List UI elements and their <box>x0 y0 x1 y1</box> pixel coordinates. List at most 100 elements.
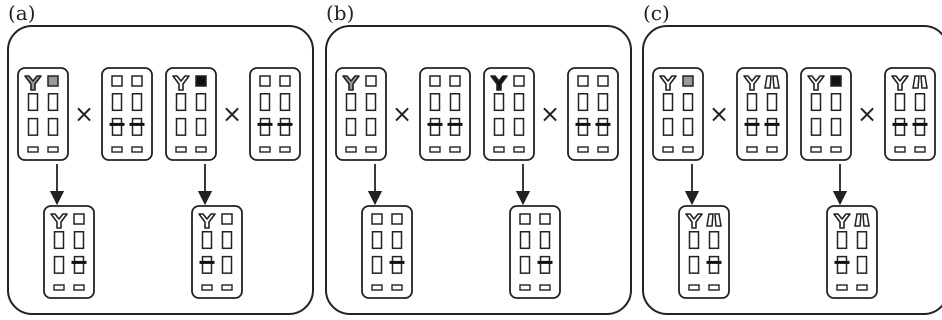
x-chromosome-icon <box>830 75 842 87</box>
dot-chromosome-icon <box>766 146 778 153</box>
y-chromosome-icon <box>198 213 216 229</box>
dot-chromosome-icon <box>47 146 59 153</box>
x-chromosome-icon <box>682 75 694 87</box>
panel-label: (b) <box>326 1 354 25</box>
autosome-icon <box>688 255 700 274</box>
cell-outline <box>678 205 730 299</box>
cell-outline <box>191 205 243 299</box>
cell-outline <box>165 67 217 161</box>
x-chromosome-icon <box>519 213 531 225</box>
dot-chromosome-icon <box>682 146 694 153</box>
karyotype-cell <box>43 205 95 299</box>
autosome-icon <box>688 231 700 250</box>
autosome-icon <box>391 255 403 274</box>
dot-chromosome-icon <box>662 146 674 153</box>
autosome-icon <box>597 117 609 136</box>
autosome-icon <box>682 93 694 112</box>
x-chromosome-icon <box>221 213 233 225</box>
split-chromosome-icon <box>706 213 714 227</box>
y-chromosome-icon <box>24 75 42 91</box>
dot-chromosome-icon <box>345 146 357 153</box>
karyotype-cell <box>736 67 788 161</box>
autosome-icon <box>47 117 59 136</box>
karyotype-cell <box>361 205 413 299</box>
karyotype-cell <box>17 67 69 161</box>
cell-outline <box>249 67 301 161</box>
cell-outline <box>419 67 471 161</box>
dot-chromosome-icon <box>513 146 525 153</box>
cross-symbol: × <box>74 100 94 128</box>
x-chromosome-icon <box>371 213 383 225</box>
autosome-icon <box>746 93 758 112</box>
karyotype-cell <box>800 67 852 161</box>
autosome-icon <box>810 117 822 136</box>
autosome-icon <box>221 231 233 250</box>
cell-outline <box>652 67 704 161</box>
autosome-icon <box>73 231 85 250</box>
split-chromosome-icon <box>920 75 928 89</box>
split-chromosome-icon <box>854 213 862 227</box>
x-chromosome-icon <box>279 75 291 87</box>
y-chromosome-icon <box>659 75 677 91</box>
split-chromosome-icon <box>764 75 772 89</box>
autosome-icon <box>449 117 461 136</box>
autosome-icon <box>365 117 377 136</box>
autosome-icon <box>894 93 906 112</box>
dot-chromosome-icon <box>746 146 758 153</box>
panel-label: (a) <box>8 1 36 25</box>
x-chromosome-icon <box>73 213 85 225</box>
autosome-icon <box>53 231 65 250</box>
karyotype-cell <box>335 67 387 161</box>
dot-chromosome-icon <box>856 284 868 291</box>
autosome-icon <box>345 117 357 136</box>
autosome-icon <box>53 255 65 274</box>
autosome-icon <box>836 231 848 250</box>
panel-label: (c) <box>643 1 670 25</box>
cell-outline <box>361 205 413 299</box>
dot-chromosome-icon <box>279 146 291 153</box>
autosome-icon <box>47 93 59 112</box>
autosome-icon <box>830 117 842 136</box>
dot-chromosome-icon <box>73 284 85 291</box>
cross-group: × <box>165 67 301 299</box>
autosome-icon <box>766 117 778 136</box>
dot-chromosome-icon <box>131 146 143 153</box>
karyotype-cell <box>652 67 704 161</box>
x-chromosome-icon <box>513 75 525 87</box>
cross-symbol: × <box>857 100 877 128</box>
autosome-icon <box>577 117 589 136</box>
x-chromosome-icon <box>539 213 551 225</box>
dot-chromosome-icon <box>195 146 207 153</box>
dot-chromosome-icon <box>259 146 271 153</box>
dot-chromosome-icon <box>708 284 720 291</box>
karyotype-cell <box>165 67 217 161</box>
cross-group: × <box>335 67 471 299</box>
autosome-icon <box>836 255 848 274</box>
y-chromosome-icon <box>891 75 909 91</box>
autosome-icon <box>371 255 383 274</box>
autosome-icon <box>493 93 505 112</box>
x-chromosome-icon <box>195 75 207 87</box>
cell-outline <box>826 205 878 299</box>
cross-group: × <box>652 67 788 299</box>
autosome-icon <box>429 93 441 112</box>
autosome-icon <box>279 117 291 136</box>
autosome-icon <box>894 117 906 136</box>
autosome-icon <box>195 117 207 136</box>
autosome-icon <box>766 93 778 112</box>
autosome-icon <box>371 231 383 250</box>
y-chromosome-icon <box>833 213 851 229</box>
split-chromosome-icon <box>772 75 780 89</box>
panel-a: (a) × × <box>7 1 314 315</box>
cell-outline <box>335 67 387 161</box>
dot-chromosome-icon <box>810 146 822 153</box>
autosome-icon <box>914 117 926 136</box>
split-chromosome-icon <box>714 213 722 227</box>
x-chromosome-icon <box>391 213 403 225</box>
cell-outline <box>17 67 69 161</box>
autosome-icon <box>682 117 694 136</box>
autosome-icon <box>175 93 187 112</box>
autosome-icon <box>259 117 271 136</box>
autosome-icon <box>539 231 551 250</box>
dot-chromosome-icon <box>27 146 39 153</box>
